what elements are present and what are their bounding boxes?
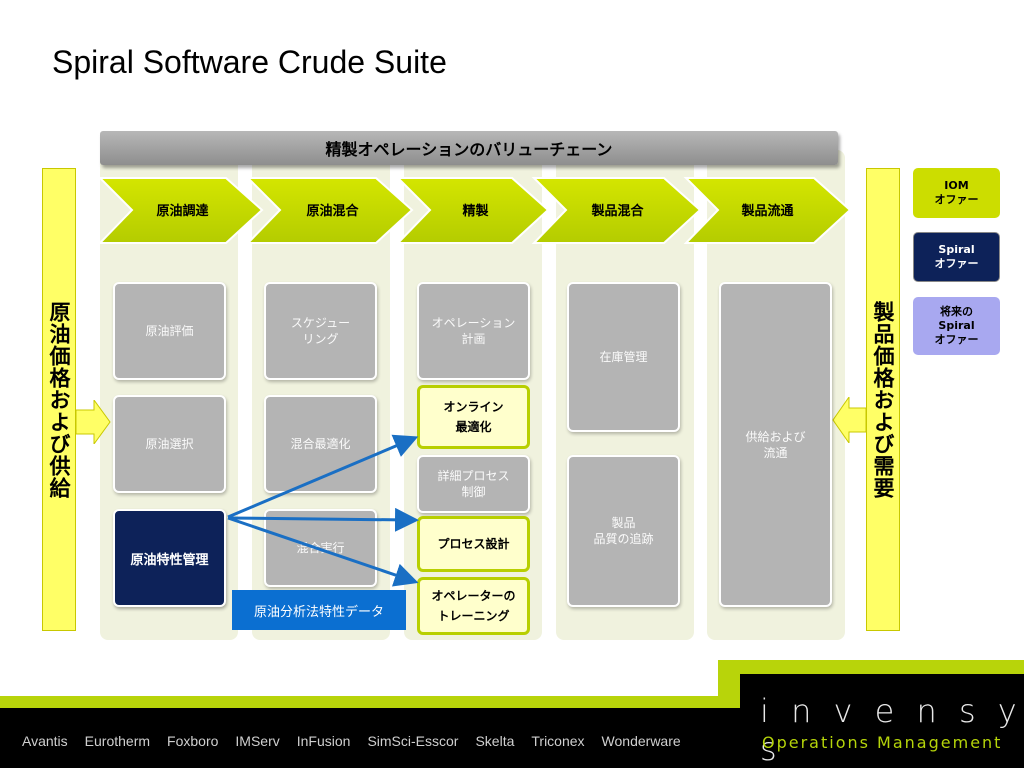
invensys-logo: i n v e n s y s	[760, 692, 1023, 768]
page-title: Spiral Software Crude Suite	[52, 44, 447, 80]
stage-label-4: 製品混合	[591, 204, 644, 219]
brand-foxboro: Foxboro	[167, 733, 219, 749]
process-design-box: プロセス設計	[417, 516, 530, 572]
supply-distribution-box: 供給および 流通	[719, 282, 832, 607]
blend-execution-box: 混合実行	[264, 509, 377, 587]
legend-spiral-offer: Spiral オファー	[913, 232, 1000, 282]
value-chain-header: 精製オペレーションのバリューチェーン	[100, 131, 838, 165]
right-side-label: 製品価格および需要	[866, 168, 900, 631]
left-arrow-icon	[832, 397, 866, 443]
footer-brand-list: Avantis Eurotherm Foxboro IMServ InFusio…	[22, 733, 681, 749]
brand-imserv: IMServ	[235, 733, 280, 749]
brand-simsci: SimSci-Esscor	[367, 733, 459, 749]
scheduling-box: スケジュー リング	[264, 282, 377, 380]
operator-training-box: オペレーターの トレーニング	[417, 577, 530, 635]
brand-avantis: Avantis	[22, 733, 68, 749]
stage-label-3: 精製	[462, 204, 489, 219]
brand-skelta: Skelta	[475, 733, 515, 749]
operations-management-tagline: Operations Management	[762, 733, 1003, 752]
brand-wonderware: Wonderware	[601, 733, 681, 749]
product-quality-tracking-box: 製品 品質の追跡	[567, 455, 680, 607]
advanced-process-control-box: 詳細プロセス 制御	[417, 455, 530, 513]
online-optimization-box: オンライン 最適化	[417, 385, 530, 449]
right-arrow-icon	[76, 400, 111, 444]
left-side-label: 原油価格および供給	[42, 168, 76, 631]
brand-triconex: Triconex	[531, 733, 585, 749]
brand-eurotherm: Eurotherm	[84, 733, 151, 749]
legend-iom-offer: IOM オファー	[913, 168, 1000, 218]
legend-future-spiral-offer: 将来の Spiral オファー	[913, 297, 1000, 355]
crude-assay-data-label: 原油分析法特性データ	[232, 590, 406, 630]
crude-selection-box: 原油選択	[113, 395, 226, 493]
footer-band	[0, 660, 1024, 768]
brand-infusion: InFusion	[296, 733, 351, 749]
operations-planning-box: オペレーション 計画	[417, 282, 530, 380]
crude-evaluation-box: 原油評価	[113, 282, 226, 380]
stage-label-1: 原油調達	[156, 204, 209, 219]
crude-property-management-box: 原油特性管理	[113, 509, 226, 607]
blend-optimization-box: 混合最適化	[264, 395, 377, 493]
stage-label-2: 原油混合	[306, 204, 359, 219]
inventory-management-box: 在庫管理	[567, 282, 680, 432]
stage-label-5: 製品流通	[741, 204, 794, 219]
